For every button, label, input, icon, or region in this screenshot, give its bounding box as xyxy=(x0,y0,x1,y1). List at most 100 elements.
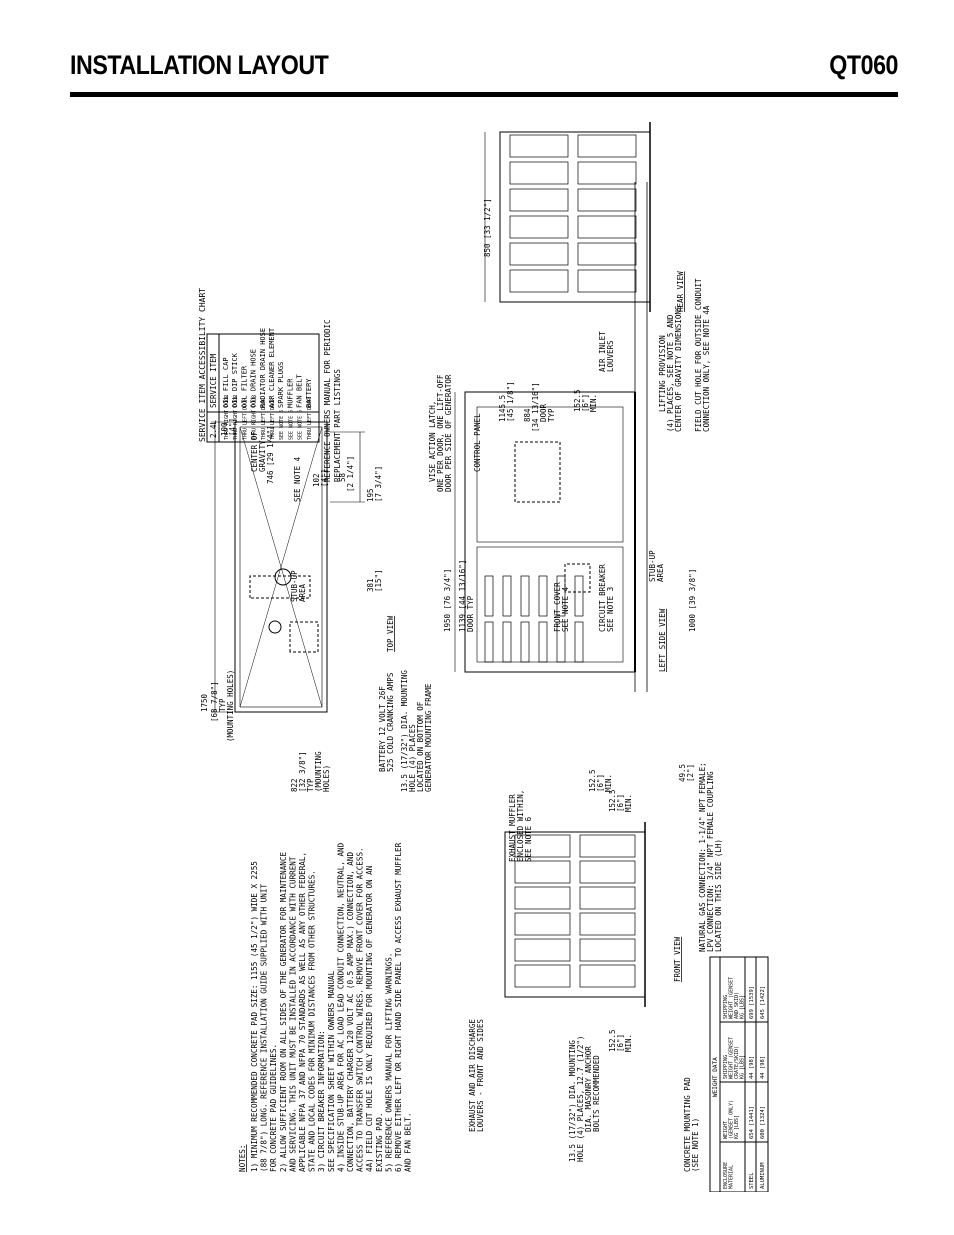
louver-slot xyxy=(509,188,569,212)
louver-slot xyxy=(577,215,637,239)
louver-slot xyxy=(538,575,548,617)
side-dim-1525-c: MIN. xyxy=(604,774,613,792)
chart-title: SERVICE ITEM ACCESSIBILITY CHART xyxy=(198,288,207,442)
chart-row-item: FAN BELT xyxy=(296,373,304,408)
circuit-breaker-1: CIRCUIT BREAKER xyxy=(598,564,607,632)
dim-1139-a: 1139 [44 13/16"] xyxy=(458,560,467,632)
weight-cell: ALUMINUM xyxy=(760,1162,766,1189)
louver-slot xyxy=(538,621,548,663)
louver-slot xyxy=(514,860,571,884)
rear-view xyxy=(484,122,651,312)
note-line: 2) ALLOW SUFFICIENT ROOM ON ALL SIDES OF… xyxy=(279,852,288,1172)
latch-2: ONE PER DOOR, ONE LIFT-OFF xyxy=(436,374,445,492)
louver-slot xyxy=(579,860,636,884)
chart-row-access: THRU LEFT DOOR xyxy=(270,397,276,440)
note-line: CONNECTION, BATTERY CHARGER 120 VOLT AC … xyxy=(346,852,355,1172)
weight-header-cell: AND SKID) xyxy=(734,992,740,1019)
weight-cell: 600 [1324] xyxy=(760,1106,766,1139)
latch-1: VISE ACTION LATCH, xyxy=(428,401,437,482)
louver-slot xyxy=(484,575,494,617)
center-of-gravity-mark xyxy=(268,620,282,634)
cog-label-2: GRAVITY xyxy=(258,440,267,472)
weight-header-cell: (GENSET ONLY) xyxy=(729,1100,735,1139)
exhaust-muffler-3: SEE NOTE 6 xyxy=(524,816,533,862)
dim-884-a: 884 xyxy=(523,408,532,422)
dim-1145-b: [45 1/8"] xyxy=(506,381,515,422)
chart-row-access: THRU RIGHT DOOR xyxy=(224,394,230,440)
note-line: 5) REFERENCE OWNERS MANUAL FOR LIFTING W… xyxy=(384,953,393,1172)
dim-884-c: DOOR xyxy=(539,403,548,422)
front-dim-bottom-a: 152.5 xyxy=(608,1029,617,1052)
mount-hole-3: LOCATED ON BOTTOM OF xyxy=(416,701,425,792)
stub-up-area-outline xyxy=(289,621,319,653)
chart-col-item: SERVICE ITEM xyxy=(209,353,218,408)
top-dim-195-b: [7 3/4"] xyxy=(374,466,383,502)
notes-heading: NOTES: xyxy=(238,1145,247,1172)
weight-header-cell: SHIPPING xyxy=(723,1055,729,1079)
top-view-outline xyxy=(234,421,328,713)
note-line: AND FAN BELT. xyxy=(404,1113,413,1172)
weight-header-cell: WEIGHT (GENSET xyxy=(729,977,735,1019)
weight-cell: 645 [1422] xyxy=(760,986,766,1019)
louver-slot xyxy=(556,575,566,617)
chart-row-access: THRU LEFT DOOR xyxy=(307,397,313,440)
louver-slot xyxy=(509,134,569,158)
ground-symbol-icon xyxy=(274,568,292,586)
top-view xyxy=(211,421,365,713)
top-dim-822-d: (MOUNTING xyxy=(314,751,323,792)
louver-slot xyxy=(579,886,636,910)
weight-header-cell: MATERIAL xyxy=(729,1165,735,1189)
top-dim-58-b: [2 1/4"] xyxy=(346,456,355,492)
chart-col-access: 2.4L xyxy=(209,419,218,438)
rear-view-label: REAR VIEW xyxy=(676,271,685,312)
dim-1525-min-c: MIN. xyxy=(589,394,598,412)
top-dim-822-b: [32 3/8"] xyxy=(298,751,307,792)
louver-slot xyxy=(514,886,571,910)
concrete-pad-1: CONCRETE MOUNTING PAD xyxy=(683,1077,692,1172)
chart-row-item: OIL DIP STICK xyxy=(231,352,239,408)
weight-cell: 699 [1539] xyxy=(749,986,755,1019)
side-stub-up-1: STUB-UP xyxy=(648,550,657,582)
front-cover-1: FRONT COVER xyxy=(553,582,562,632)
louver-slot xyxy=(520,575,530,617)
chart-row-item: OIL DRAIN HOSE xyxy=(250,349,258,408)
lifting-2: (4) PLACES, SEE NOTE 5 AND xyxy=(666,314,675,432)
chart-row-access: THRU LEFT DOOR xyxy=(242,397,248,440)
louver-slot xyxy=(574,575,584,617)
note-line: AND SERVICING. THIS UNIT MUST BE INSTALL… xyxy=(288,856,297,1172)
page-header: INSTALLATION LAYOUT QT060 xyxy=(70,50,898,88)
anchor-4: BOLTS RECOMMENDED xyxy=(592,1055,601,1132)
chart-row-item: AIR CLEANER ELEMENT xyxy=(268,327,276,408)
mount-hole-2: HOLE (4) PLACES xyxy=(408,724,417,792)
weight-cell: 654 [1441] xyxy=(749,1106,755,1139)
note-line: 4A) FIELD CUT HOLE IS ONLY REQUIRED FOR … xyxy=(365,865,374,1172)
top-dim-58-a: 58 xyxy=(338,472,347,482)
chart-row-access: THRU LEFT DOOR xyxy=(261,397,267,440)
field-cut-2: CONNECTION ONLY, SEE NOTE 4A xyxy=(702,305,711,432)
chart-row-item: OIL FILTER xyxy=(240,365,248,408)
concrete-pad-2: (SEE NOTE 1) xyxy=(691,1118,700,1172)
chart-row-item: SPARK PLUGS xyxy=(277,362,285,408)
louver-slot xyxy=(577,161,637,185)
dim-1525-min-b: [6"] xyxy=(581,394,590,412)
louver-slot xyxy=(509,161,569,185)
top-see-note-4: SEE NOTE 4 xyxy=(293,456,302,502)
exhaust-louvers-1: EXHAUST AND AIR DISCHARGE xyxy=(468,1019,477,1132)
dim-1525-min-a: 152.5 xyxy=(573,389,582,412)
top-stub-up-2: AREA xyxy=(298,583,307,602)
louver-slot xyxy=(514,964,571,988)
chart-row-item: RADIATOR DRAIN HOSE xyxy=(259,328,267,408)
louver-slot xyxy=(509,215,569,239)
chart-row-item: OIL FILL CAP xyxy=(222,357,230,408)
dim-495-b: [2"] xyxy=(686,764,695,782)
louver-slot xyxy=(577,242,637,266)
dim-1000: 1000 [39 3/8"] xyxy=(688,569,697,632)
page-title: INSTALLATION LAYOUT xyxy=(70,50,329,80)
rear-view-outline xyxy=(499,131,651,303)
anchor-3: DIA. MASONRY ANCHOR xyxy=(584,1046,593,1132)
weight-header-cell: KG [LBS] xyxy=(740,995,746,1019)
weight-header-cell: SHIPPING xyxy=(723,995,729,1019)
top-dim-195-a: 195 xyxy=(366,488,375,502)
weight-header-cell: ENCLOSURE xyxy=(723,1162,729,1189)
front-view-label: FRONT VIEW xyxy=(673,936,682,982)
